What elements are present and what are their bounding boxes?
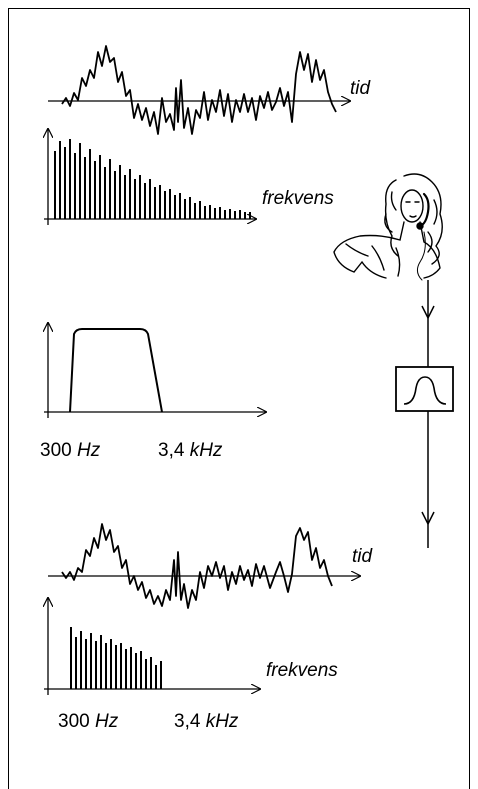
- filter-response-curve: [69, 328, 163, 413]
- waveform-bottom: [61, 523, 333, 609]
- bottom-low-cutoff-label: 300 Hz: [58, 711, 118, 733]
- bottom-high-cutoff-number: 3,4: [174, 711, 201, 732]
- bottom-high-cutoff-unit: kHz: [205, 711, 239, 732]
- arrow-down-2: [421, 511, 435, 526]
- filter-high-cutoff-unit: kHz: [189, 440, 223, 461]
- waveform-top: [61, 45, 337, 135]
- filter-high-cutoff-label: 3,4 kHz: [158, 440, 222, 462]
- figure-frame: [8, 8, 470, 789]
- frequency-label-top: frekvens: [262, 188, 334, 209]
- time-label-top: tid: [350, 78, 371, 99]
- filter-low-cutoff-number: 300: [40, 440, 72, 461]
- time-label-bottom: tid: [352, 546, 373, 567]
- bottom-low-cutoff-number: 300: [58, 711, 90, 732]
- spectrum-top-bars: [54, 139, 251, 219]
- bandpass-filter-icon: [403, 376, 447, 405]
- filter-low-cutoff-label: 300 Hz: [40, 440, 100, 462]
- spectrum-bottom-bars: [70, 627, 162, 689]
- arrow-down-1: [421, 305, 435, 320]
- filter-low-cutoff-unit: Hz: [76, 440, 101, 461]
- bottom-low-cutoff-unit: Hz: [94, 711, 119, 732]
- bottom-high-cutoff-label: 3,4 kHz: [174, 711, 238, 733]
- frequency-label-bottom: frekvens: [266, 660, 338, 681]
- woman-on-phone-illustration: [333, 173, 443, 281]
- filter-high-cutoff-number: 3,4: [158, 440, 185, 461]
